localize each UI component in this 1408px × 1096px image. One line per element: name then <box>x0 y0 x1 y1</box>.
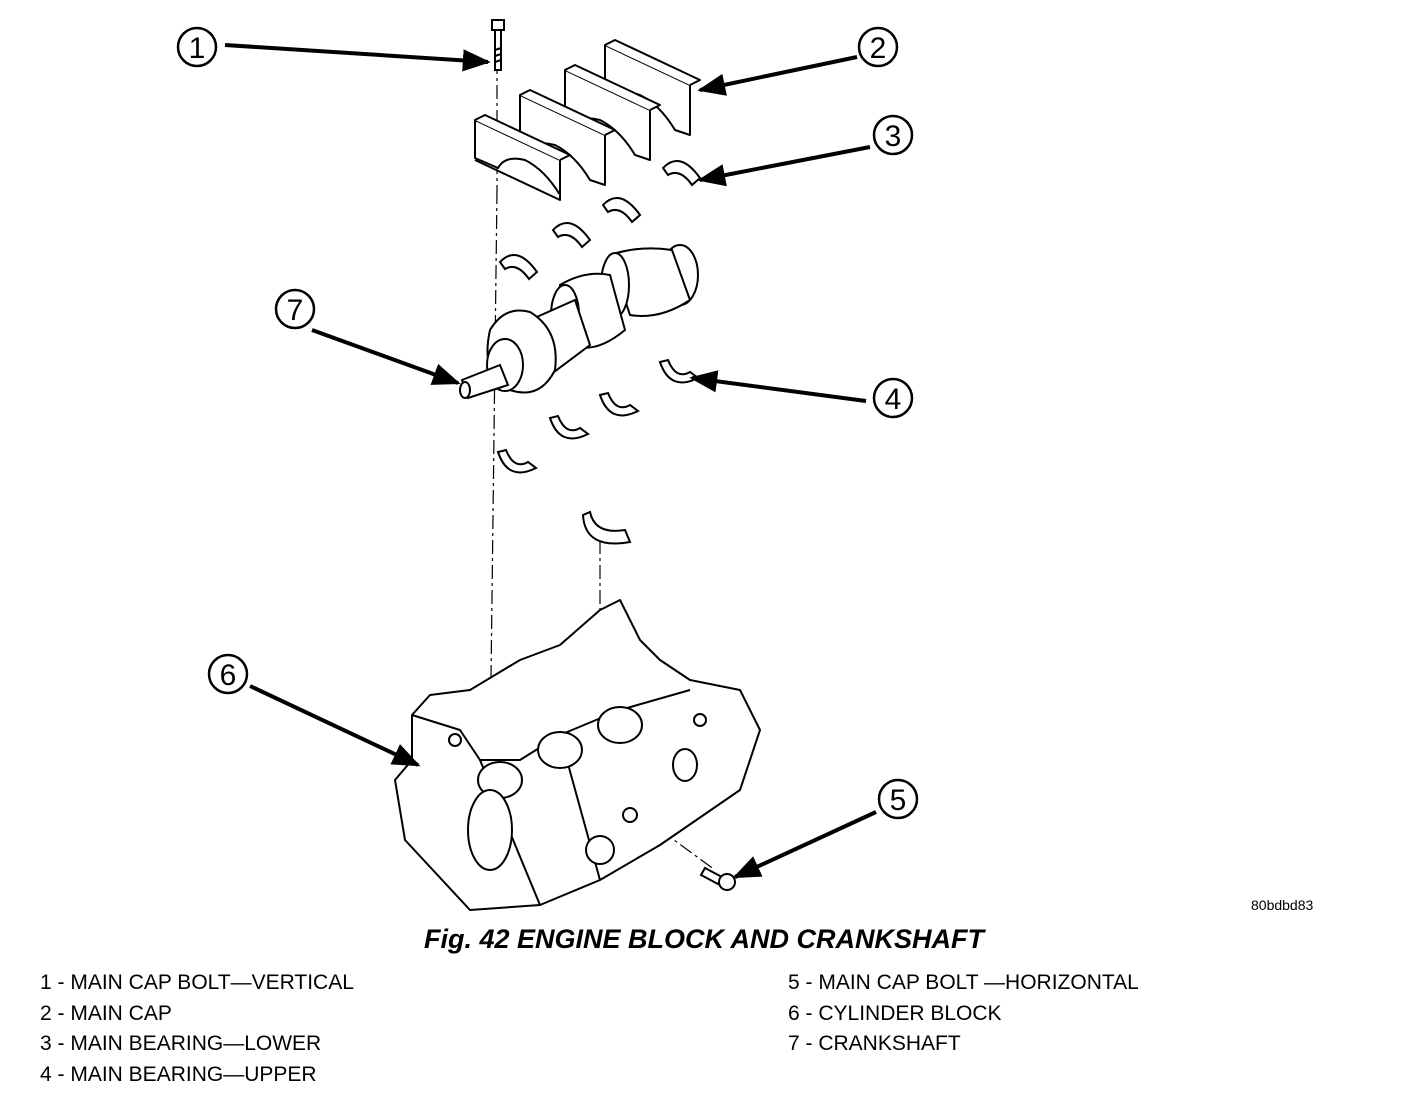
main-bearings-upper <box>496 358 700 545</box>
legend-right-column: 5 - MAIN CAP BOLT —HORIZONTAL 6 - CYLIND… <box>788 968 1139 1060</box>
callout-3: 3 <box>872 114 914 156</box>
legend-left-column: 1 - MAIN CAP BOLT—VERTICAL 2 - MAIN CAP … <box>40 968 354 1090</box>
legend-item-2: 2 - MAIN CAP <box>40 1001 172 1025</box>
legend-item-7: 7 - CRANKSHAFT <box>788 1032 961 1055</box>
exploded-view-diagram: 1 2 3 4 5 6 7 <box>176 19 919 911</box>
legend-item-1: 1 - MAIN CAP BOLT—VERTICAL <box>40 971 354 994</box>
callout-2-number: 2 <box>870 32 887 65</box>
main-caps <box>474 39 701 201</box>
crankshaft <box>459 244 699 400</box>
leader-arrows <box>224 43 877 879</box>
cylinder-block <box>394 599 761 911</box>
callout-1-number: 1 <box>189 32 206 65</box>
legend-item-4: 4 - MAIN BEARING—UPPER <box>40 1062 317 1086</box>
legend-item-3: 3 - MAIN BEARING—LOWER <box>40 1032 322 1055</box>
callout-6: 6 <box>207 653 249 695</box>
legend-item-6: 6 - CYLINDER BLOCK <box>788 1001 1002 1025</box>
figure-caption: Fig. 42 ENGINE BLOCK AND CRANKSHAFT <box>423 924 984 954</box>
callout-5-number: 5 <box>890 784 907 817</box>
callout-4: 4 <box>872 377 914 419</box>
callout-6-number: 6 <box>220 659 237 692</box>
callout-2: 2 <box>857 26 899 68</box>
main-bearings-lower <box>498 159 702 281</box>
callout-7-number: 7 <box>287 294 304 327</box>
callout-1: 1 <box>176 26 218 68</box>
callout-4-number: 4 <box>885 383 902 416</box>
main-cap-bolt-horizontal <box>699 866 736 891</box>
legend-item-5: 5 - MAIN CAP BOLT —HORIZONTAL <box>788 971 1139 994</box>
callout-7: 7 <box>274 288 316 330</box>
callout-3-number: 3 <box>885 120 902 153</box>
callout-5: 5 <box>877 778 919 820</box>
figure-id: 80bdbd83 <box>1251 897 1314 913</box>
main-cap-bolt-vertical <box>491 19 505 71</box>
